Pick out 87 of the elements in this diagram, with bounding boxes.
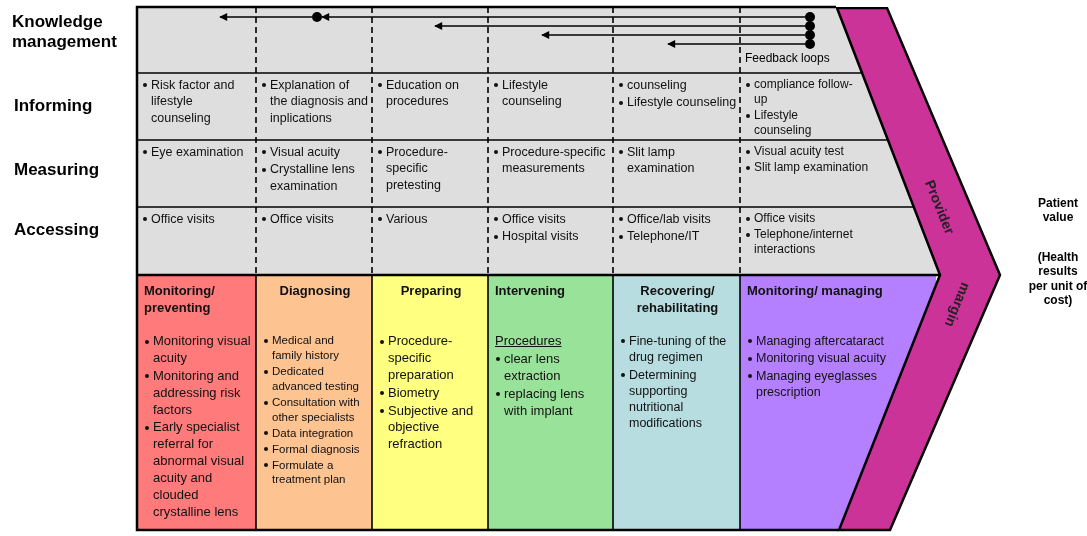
feedback-arrow [541,31,806,39]
junction-dot [805,30,815,40]
list-item: Telephone/internet interactions [754,227,853,256]
outcome-label: (Health results per unit of cost) [1028,250,1087,308]
list-item: Monitoring visual acuity [153,333,251,365]
row-label: Knowledge management [12,12,118,53]
row-label: Measuring [14,160,101,181]
list-item: Risk factor and lifestyle counseling [151,78,235,125]
band-caption: Feedback loops [745,51,831,66]
row-label: Informing [14,96,94,117]
list-item: Education on procedures [386,78,459,109]
subheading: Procedures [495,333,562,348]
list-item: Explanation of the diagnosis and inplications [270,78,368,125]
list-item: Formulate a treatment plan [272,458,346,486]
row-label: Accessing [14,220,101,241]
stage-box [372,275,488,530]
list-item: compliance follow-up [754,77,853,106]
list-item: Fine-tuning of the drug regimen [629,334,727,365]
feedback-arrow [667,40,806,48]
table-cell [372,73,488,140]
list-item: Monitoring and addressing risk factors [153,367,241,417]
table-cell [137,207,256,275]
stage-heading: Intervening [495,283,567,300]
junction-dot [805,21,815,31]
stage-heading: Recovering/ rehabilitating [635,283,720,317]
list-item: Lifestyle counseling [627,95,737,110]
list-item: Early specialist referral for abnormal visual acuity and clouded crystalline lens [153,419,245,519]
table-cell [613,73,740,140]
feedback-arrow [321,13,806,21]
list-item: Dedicated advanced testing [272,364,359,392]
table-cell [372,140,488,207]
list-item: Visual acuity [270,145,340,159]
list-item: Office visits [502,212,566,226]
list-item: Office visits [270,212,334,226]
outcome-label: Patient value [1037,196,1079,225]
table-cell [488,207,613,275]
list-item: Visual acuity test [754,144,844,158]
stage-heading: Monitoring/ managing [747,283,884,300]
stage-heading: Monitoring/ preventing [144,283,216,317]
junction-dot [805,39,815,49]
list-item: Office visits [754,211,816,225]
table-cell [137,140,256,207]
stage-heading: Preparing [399,283,463,300]
table-cell [256,207,372,275]
list-item: counseling [627,78,687,92]
table-cell [256,73,372,140]
list-item: Office visits [151,212,215,226]
table-cell [488,140,613,207]
list-item: Telephone/IT [627,229,700,244]
list-item: Hospital visits [502,229,579,244]
list-item: Various [386,212,428,226]
stage-box [613,275,740,530]
junction-dot [805,12,815,22]
list-item: Procedure-specific pretesting [386,145,448,192]
list-item: Managing eyeglasses prescription [756,368,877,399]
list-item: Subjective and objective refraction [388,402,474,452]
list-item: Slit lamp examination [627,145,695,176]
stage-heading: Diagnosing [278,283,352,300]
table-cell [372,207,488,275]
feedback-arrow [219,13,313,21]
list-item: replacing lens with implant [504,385,585,418]
junction-dot [312,12,322,22]
table-cell [613,207,740,275]
list-item: Procedure-specific preparation [388,333,454,382]
table-cell [488,73,613,140]
list-item: Formal diagnosis [272,442,360,455]
list-item: Office/lab visits [627,212,711,226]
stage-box [488,275,613,530]
table-cell [613,140,740,207]
list-item: Eye examination [151,145,244,159]
list-item: Consultation with other specialists [272,395,360,423]
list-item: Medical and family history [272,334,340,361]
list-item: Monitoring visual acuity [756,351,886,366]
list-item: Determining supporting nutritional modifications [629,367,702,431]
feedback-arrow [434,22,806,30]
list-item: Crystalline lens examination [270,162,355,193]
list-item: Managing aftercataract [756,334,884,348]
stage-box [137,275,256,530]
table-cell [137,73,256,140]
list-item: Slit lamp examination [754,160,869,174]
table-cell [256,140,372,207]
list-item: Biometry [388,384,440,400]
list-item: Data integration [272,426,354,439]
list-item: Lifestyle counseling [502,78,562,109]
stage-box [256,275,372,530]
list-item: Procedure-specific measurements [502,145,606,176]
list-item: Lifestyle counseling [754,108,812,137]
